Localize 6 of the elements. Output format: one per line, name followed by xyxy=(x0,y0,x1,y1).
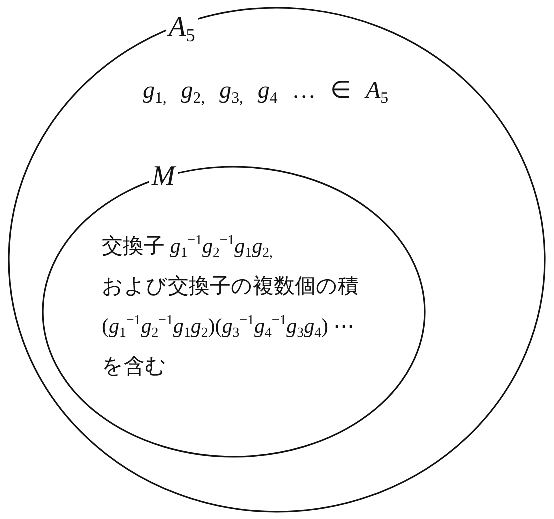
outer-set-ellipse xyxy=(8,7,546,513)
math-expression: (g$_{1}$$^{−1}$g$_{2}$$^{−1}$g$_{1}$g$_{2}$)(g$_{3}$$^{−1}$g$_{4}$$^{−1}$g$_{3}$g$_{4}$) ⋯ xyxy=(102,314,355,340)
description-text: および交換子の複数個の積 xyxy=(102,274,359,300)
math-expression: g$_{1,}$ g$_{2,}$ g$_{3,}$ g$_{4}$ … ∈ A$_{5}$ xyxy=(143,77,389,106)
description-text: を含む xyxy=(102,354,167,380)
description-text: 交換子 g$_{1}$$^{−1}$g$_{2}$$^{−1}$g$_{1}$g$_{2,}$ xyxy=(102,234,273,260)
